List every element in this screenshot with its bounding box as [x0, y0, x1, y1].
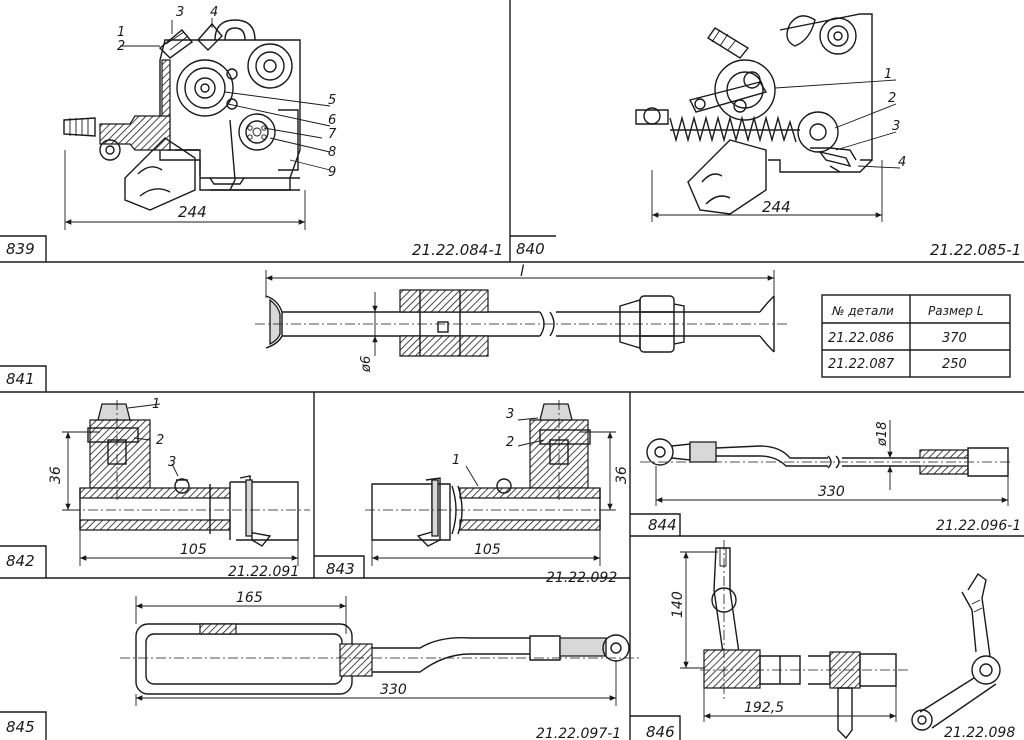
figure-843-drawing [365, 400, 616, 566]
figure-839-callout: 1 [117, 25, 125, 40]
figure-840-number: 840 [516, 240, 545, 258]
figure-846-length: 192,5 [744, 700, 784, 716]
figure-842-callout: 2 [156, 433, 164, 448]
figure-840-code: 21.22.085-1 [930, 241, 1021, 259]
figure-842-length: 105 [180, 542, 207, 558]
figure-844-diameter: ø18 [875, 422, 890, 448]
figure-839-callout: 3 [176, 5, 184, 20]
table-header: № детали [831, 304, 894, 318]
figure-839-callout: 5 [328, 93, 336, 108]
figure-845-length-top: 165 [236, 590, 263, 606]
table-cell: 370 [942, 331, 967, 346]
figure-841: l ø6 841 [6, 262, 790, 388]
figure-846-code: 21.22.098 [944, 725, 1015, 740]
figure-844-length: 330 [818, 484, 845, 500]
figure-839-callout: 6 [328, 113, 336, 128]
figure-839-callout: 9 [328, 165, 336, 180]
figure-845-drawing [120, 596, 640, 706]
figure-844: ø18 330 844 21.22.096-1 [640, 420, 1021, 534]
figure-840-callout: 1 [884, 67, 892, 82]
figure-844-code: 21.22.096-1 [936, 518, 1021, 534]
figure-839-callout: 2 [117, 39, 125, 54]
figure-839-drawing [63, 18, 331, 230]
figure-841-number: 841 [6, 370, 35, 388]
figure-839-dimension: 244 [178, 203, 207, 221]
figure-842-callout: 1 [152, 397, 160, 412]
figure-842-callout: 3 [168, 455, 176, 470]
table-cell: 250 [942, 357, 967, 372]
figure-839-callout: 4 [210, 5, 218, 20]
figure-839-callout: 7 [328, 127, 337, 142]
figure-844-number: 844 [648, 516, 677, 534]
figure-846-height: 140 [670, 591, 686, 618]
figure-839-number: 839 [6, 240, 35, 258]
figure-841-length-symbol: l [520, 262, 525, 280]
figure-843-callout: 2 [506, 435, 514, 450]
table-header: Размер L [928, 304, 984, 318]
figure-843-number: 843 [326, 560, 355, 578]
figure-840-dimension: 244 [762, 198, 791, 216]
figure-843-callout: 1 [452, 453, 460, 468]
figure-846-drawing [680, 540, 1001, 740]
figure-840-callout: 3 [892, 119, 900, 134]
figure-840-callout: 4 [898, 155, 906, 170]
figure-842-drawing [62, 400, 310, 566]
figure-843: 1 2 3 36 105 843 21.22.092 [326, 400, 630, 586]
figure-843-length: 105 [474, 542, 501, 558]
figure-842-number: 842 [6, 552, 35, 570]
figure-841-diameter: ø6 [359, 356, 374, 373]
figure-845-code: 21.22.097-1 [536, 726, 621, 740]
figure-843-callout: 3 [506, 407, 514, 422]
figure-840-callout: 2 [888, 91, 896, 106]
figure-845-length-bottom: 330 [380, 682, 407, 698]
figure-840-drawing [635, 13, 901, 222]
table-cell: 21.22.087 [828, 357, 895, 372]
figure-842: 1 2 3 36 105 842 21.22.091 [6, 397, 310, 580]
figure-843-height: 36 [614, 466, 630, 484]
figure-839: 1 2 3 4 5 6 7 8 9 244 839 21.22.084-1 [6, 5, 503, 259]
figure-845: 165 330 845 21.22.097-1 [6, 590, 640, 740]
figure-839-callout: 8 [328, 145, 336, 160]
figure-843-code: 21.22.092 [546, 570, 617, 586]
figure-846: 140 192,5 846 21.22.098 [646, 540, 1015, 740]
parts-table: № детали Размер L 21.22.086 370 21.22.08… [821, 294, 1011, 378]
figure-839-code: 21.22.084-1 [412, 241, 503, 259]
figure-842-code: 21.22.091 [228, 564, 299, 580]
figure-840: 1 2 3 4 244 840 21.22.085-1 [516, 13, 1021, 259]
figure-845-number: 845 [6, 718, 35, 736]
figure-842-height: 36 [48, 466, 64, 484]
figure-846-number: 846 [646, 723, 675, 740]
figure-844-drawing [640, 420, 1012, 506]
table-cell: 21.22.086 [828, 331, 894, 346]
figure-841-drawing [255, 270, 790, 357]
